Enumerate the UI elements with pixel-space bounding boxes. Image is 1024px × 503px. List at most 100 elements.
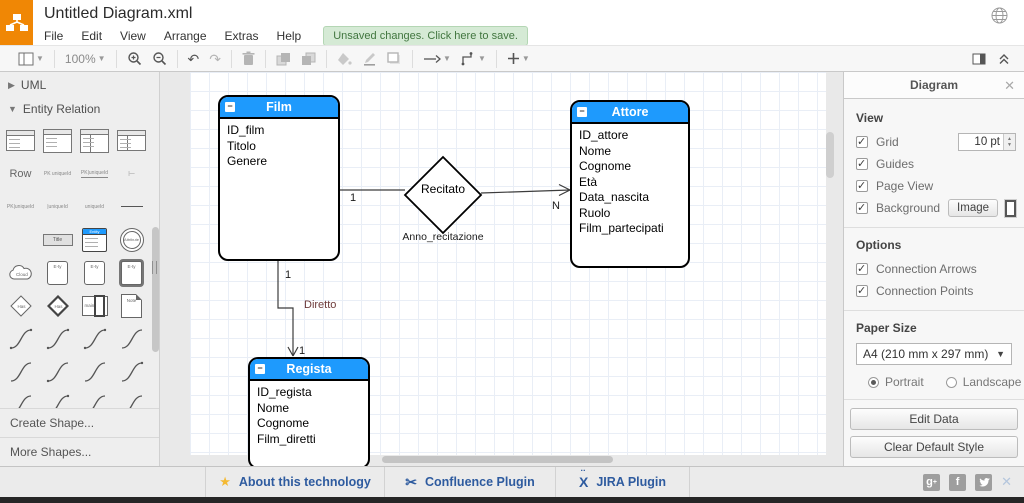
palette-shape-table-1[interactable]	[2, 130, 39, 151]
palette-shape-table-4[interactable]	[113, 130, 150, 151]
palette-shape-has-diamond-bold[interactable]: Has	[39, 294, 76, 317]
delete-button[interactable]	[242, 51, 255, 66]
palette-shape-has-diamond[interactable]: Has	[2, 294, 39, 317]
relationship-edges[interactable]	[160, 72, 843, 466]
waypoints-style-button[interactable]: ▼	[461, 51, 486, 66]
unsaved-changes-badge[interactable]: Unsaved changes. Click here to save.	[323, 26, 528, 46]
edit-data-button[interactable]: Edit Data	[850, 408, 1018, 430]
clear-default-style-button[interactable]: Clear Default Style	[850, 436, 1018, 458]
menu-file[interactable]: File	[44, 29, 64, 43]
about-technology-link[interactable]: ★ About this technology	[206, 467, 385, 497]
palette-shape-note[interactable]: Note	[113, 293, 150, 318]
palette-shape-entity-2[interactable]: E-ty	[76, 260, 113, 285]
grid-size-spinner[interactable]: ▲▼	[1003, 134, 1015, 150]
field-row[interactable]: Nome	[579, 143, 612, 158]
field-row[interactable]: ID_regista	[257, 385, 312, 399]
confluence-plugin-link[interactable]: ✂ Confluence Plugin	[385, 467, 556, 497]
canvas-vertical-scrollbar[interactable]	[826, 132, 834, 178]
cardinality-film[interactable]: 1	[350, 192, 357, 204]
canvas-horizontal-scrollbar[interactable]	[382, 456, 613, 463]
fill-color-button[interactable]	[337, 52, 352, 66]
menu-extras[interactable]: Extras	[224, 29, 259, 43]
twitter-icon[interactable]	[975, 473, 993, 491]
sidebar-section-entity-relation[interactable]: ▼ Entity Relation	[0, 96, 159, 120]
guides-checkbox[interactable]	[856, 157, 868, 170]
zoom-out-button[interactable]	[152, 51, 167, 66]
collapse-icon[interactable]: −	[225, 102, 235, 112]
background-color-swatch[interactable]	[1004, 198, 1017, 218]
app-logo[interactable]	[0, 0, 33, 45]
entity-film-header[interactable]: − Film	[220, 97, 338, 119]
connection-points-checkbox[interactable]	[856, 284, 868, 297]
entity-attore-header[interactable]: − Attore	[572, 102, 688, 124]
palette-connector-6[interactable]	[39, 359, 76, 385]
to-front-button[interactable]	[276, 52, 291, 66]
collapse-icon[interactable]: −	[255, 364, 265, 374]
menu-arrange[interactable]: Arrange	[163, 29, 207, 43]
field-row[interactable]: Genere	[227, 154, 268, 168]
field-row[interactable]: Cognome	[257, 416, 310, 430]
language-globe-icon[interactable]	[991, 7, 1008, 29]
edge-label-diretto[interactable]: Diretto	[304, 299, 337, 311]
field-row[interactable]: Età	[579, 174, 598, 189]
menu-edit[interactable]: Edit	[81, 29, 103, 43]
cardinality-film-regista[interactable]: 1	[285, 269, 292, 281]
undo-button[interactable]: ↶	[188, 52, 200, 66]
palette-connector-5[interactable]	[2, 359, 39, 385]
entity-regista-header[interactable]: − Regista	[250, 359, 368, 381]
entity-attore[interactable]: − Attore ID_attore Nome Cognome Età Data…	[570, 100, 690, 268]
entity-film[interactable]: − Film ID_film Titolo Genere	[218, 95, 340, 261]
connection-style-button[interactable]: ▼	[423, 54, 451, 64]
sidebar-resize-grip[interactable]	[152, 261, 157, 274]
entity-regista[interactable]: − Regista ID_regista Nome Cognome Film_d…	[248, 357, 370, 466]
palette-shape-row-pk-line[interactable]: PK|uniqueId	[80, 169, 109, 178]
palette-shape-entity-1[interactable]: E-ty	[39, 260, 76, 285]
palette-shape-row-fk[interactable]: |uniqueId	[47, 203, 68, 210]
field-row[interactable]: Nome	[257, 400, 290, 415]
page-view-button[interactable]: ▼	[18, 52, 44, 66]
palette-shape-row[interactable]: Row	[9, 167, 32, 180]
jira-plugin-link[interactable]: X JIRA Plugin	[556, 467, 690, 497]
field-row[interactable]: Film_diretti	[257, 431, 316, 446]
sidebar-section-uml[interactable]: ▶ UML	[0, 72, 159, 96]
palette-shape-table-2[interactable]	[39, 128, 76, 153]
more-shapes-link[interactable]: More Shapes...	[0, 437, 159, 466]
palette-connector-8[interactable]	[113, 359, 150, 385]
palette-connector-4[interactable]	[113, 326, 150, 352]
cardinality-regista[interactable]: 1	[299, 345, 306, 357]
shadow-button[interactable]	[387, 51, 402, 66]
cardinality-attore[interactable]: N	[552, 200, 560, 212]
grid-checkbox[interactable]	[856, 135, 868, 148]
palette-shape-row-plain[interactable]: uniqueId	[84, 203, 105, 210]
google-plus-icon[interactable]: g+	[923, 473, 941, 491]
palette-shape-title[interactable]: Title	[39, 233, 76, 246]
menu-help[interactable]: Help	[276, 29, 302, 43]
relationship-attribute-label[interactable]: Anno_recitazione	[402, 231, 484, 243]
field-row[interactable]: Data_nascita	[579, 190, 650, 204]
palette-shape-table-3[interactable]	[76, 128, 113, 153]
to-back-button[interactable]	[301, 52, 316, 66]
field-row[interactable]: ID_attore	[579, 128, 629, 142]
palette-connector-3[interactable]	[76, 326, 113, 352]
palette-shape-entity-3[interactable]: E-ty	[113, 260, 150, 285]
palette-shape-main-sub[interactable]: main	[76, 294, 113, 317]
palette-shape-cloud[interactable]: Cloud	[2, 264, 39, 282]
field-row[interactable]: Cognome	[579, 159, 632, 173]
format-panel-toggle-button[interactable]	[972, 53, 986, 65]
menu-view[interactable]: View	[120, 29, 146, 43]
palette-connector-1[interactable]	[2, 326, 39, 352]
relationship-name[interactable]: Recitato	[420, 182, 466, 196]
field-row[interactable]: Film_partecipati	[579, 221, 664, 235]
palette-shape-attribute[interactable]: Attribute	[113, 227, 150, 252]
zoom-level-button[interactable]: 100%▼	[64, 51, 106, 66]
portrait-option[interactable]: Portrait	[868, 375, 924, 389]
facebook-icon[interactable]: f	[949, 473, 967, 491]
collapse-icon[interactable]: −	[577, 107, 587, 117]
close-panel-icon[interactable]: ✕	[1004, 78, 1015, 93]
field-row[interactable]: ID_film	[227, 123, 265, 137]
footer-close-icon[interactable]: ✕	[1001, 474, 1012, 489]
landscape-option[interactable]: Landscape	[945, 375, 1021, 389]
palette-shape-row-pk2[interactable]: PK|uniqueId	[6, 203, 35, 210]
background-image-button[interactable]: Image	[948, 199, 999, 217]
line-color-button[interactable]	[362, 51, 377, 66]
